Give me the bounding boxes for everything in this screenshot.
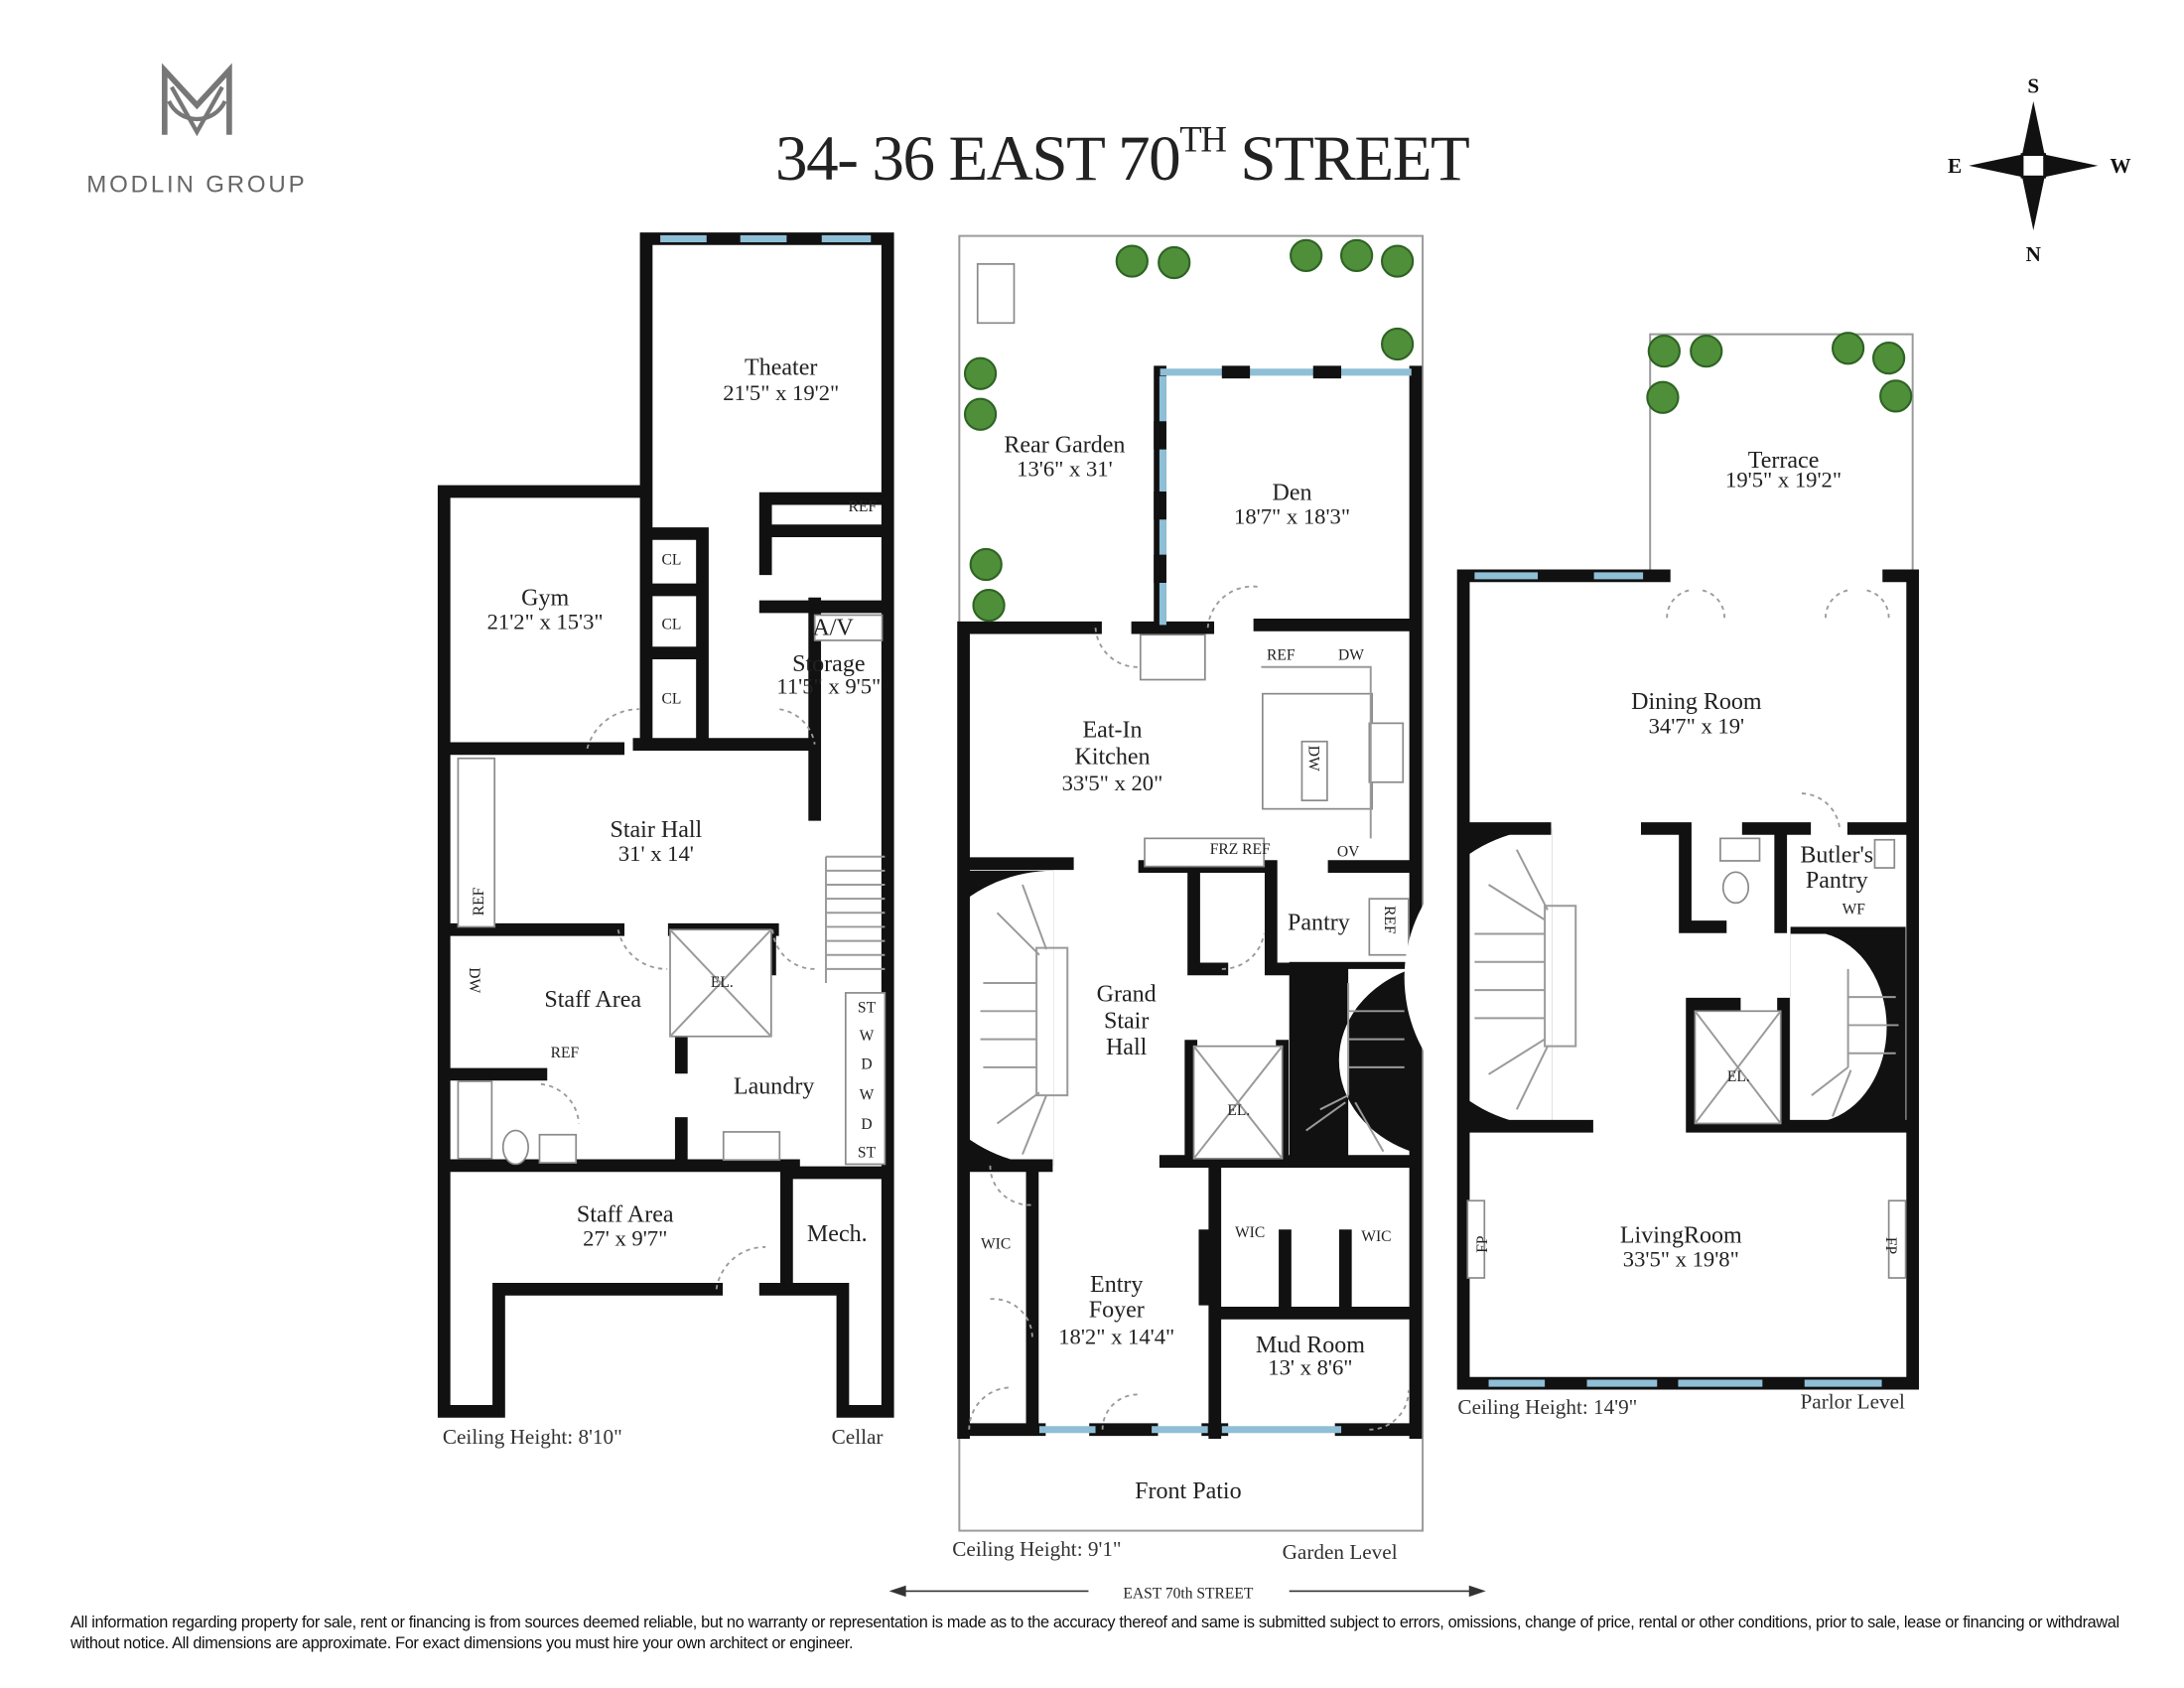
room-stair-hall-dims: 31' x 14': [618, 841, 694, 866]
room-mech: Mech.: [807, 1221, 868, 1247]
room-kitchen-dims: 33'5" x 20": [1062, 771, 1163, 795]
room-theater-dims: 21'5" x 19'2": [723, 380, 839, 405]
page-title: 34- 36 EAST 70TH STREET: [775, 119, 1469, 195]
street-name: EAST 70th STREET: [1123, 1585, 1254, 1602]
stack-5: ST: [858, 1144, 877, 1161]
garden-level-label: Garden Level: [1283, 1540, 1398, 1564]
fixture-av: A/V: [812, 615, 854, 640]
room-den-dims: 18'7" x 18'3": [1234, 504, 1350, 529]
room-butlers-2: Pantry: [1806, 868, 1868, 894]
room-kitchen-1: Eat-In: [1082, 718, 1142, 744]
closet-wic-3: WIC: [1361, 1228, 1391, 1245]
room-den: Den: [1273, 480, 1312, 505]
disclaimer-text: All information regarding property for s…: [70, 1614, 2119, 1652]
room-entry-2: Foyer: [1089, 1298, 1145, 1324]
fixture-wf: WF: [1843, 902, 1866, 918]
room-mud-room: Mud Room: [1256, 1333, 1365, 1358]
room-grand-stair-3: Hall: [1106, 1035, 1148, 1060]
compass-east: E: [1948, 154, 1962, 178]
elevator: EL.: [711, 974, 734, 991]
compass-north: N: [2026, 242, 2042, 266]
fixture-ref: REF: [849, 498, 878, 515]
elevator: EL.: [1227, 1102, 1250, 1119]
fixture-frz-ref: FRZ REF: [1210, 841, 1271, 858]
room-dining-dims: 34'7" x 19': [1649, 713, 1745, 738]
fixture-ref-staff: REF: [551, 1045, 580, 1061]
room-grand-stair-2: Stair: [1104, 1008, 1149, 1034]
room-gym-dims: 21'2" x 15'3": [487, 610, 604, 634]
room-front-patio: Front Patio: [1135, 1478, 1241, 1504]
room-staff-area-2: Staff Area: [577, 1201, 674, 1227]
street-indicator: EAST 70th STREET: [888, 1585, 1486, 1602]
room-stair-hall: Stair Hall: [610, 817, 702, 843]
room-terrace: Terrace: [1748, 448, 1820, 474]
compass-rose-icon: S N E W: [1948, 73, 2131, 266]
fixture-dw-top: DW: [1338, 647, 1364, 664]
room-dining: Dining Room: [1631, 689, 1762, 715]
room-rear-garden-dims: 13'6" x 31': [1017, 456, 1113, 481]
room-living-dims: 33'5" x 19'8": [1623, 1247, 1739, 1272]
room-theater: Theater: [745, 355, 817, 381]
parlor-plan: Terrace 19'5" x 19'2" Dining Room 34'7" …: [1404, 333, 1920, 1419]
closet-wic-2: WIC: [1235, 1224, 1265, 1241]
room-butlers-1: Butler's: [1800, 842, 1873, 868]
stack-3: W: [860, 1086, 875, 1103]
fixture-dw: DW: [466, 967, 482, 993]
fireplace-2: FP: [1882, 1237, 1899, 1255]
fixture-ref-top: REF: [1267, 647, 1296, 664]
room-entry-1: Entry: [1090, 1272, 1143, 1298]
room-gym: Gym: [521, 586, 569, 612]
room-staff-area-2-dims: 27' x 9'7": [583, 1225, 667, 1250]
stack-0: ST: [858, 1000, 877, 1017]
stack-4: D: [861, 1116, 872, 1133]
compass-west: W: [2110, 154, 2130, 178]
garden-plan: Rear Garden 13'6" x 31' Den 18'7" x 18'3…: [905, 234, 1425, 1564]
room-storage-dims: 11'5" x 9'5": [776, 674, 881, 699]
brand-name: MODLIN GROUP: [86, 172, 307, 199]
room-terrace-dims: 19'5" x 19'2": [1725, 468, 1842, 492]
room-mud-room-dims: 13' x 8'6": [1268, 1355, 1352, 1380]
arrow-right-icon: [1468, 1585, 1486, 1598]
compass-south: S: [2027, 73, 2039, 97]
room-rear-garden: Rear Garden: [1004, 432, 1125, 458]
room-grand-stair-1: Grand: [1097, 981, 1157, 1007]
room-staff-area: Staff Area: [544, 987, 641, 1013]
modlin-logo: MODLIN GROUP: [86, 63, 307, 199]
fixture-ref-hall: REF: [471, 887, 487, 915]
tree-icons: [963, 238, 1913, 623]
elevator: EL.: [1727, 1068, 1750, 1085]
cellar-ceiling-height: Ceiling Height: 8'10": [443, 1425, 622, 1449]
room-kitchen-2: Kitchen: [1074, 744, 1150, 770]
fixture-oven: OV: [1337, 844, 1360, 861]
fixture-ref-pantry: REF: [1381, 906, 1398, 934]
room-laundry: Laundry: [734, 1074, 814, 1100]
closet-2: CL: [661, 617, 681, 633]
stack-1: W: [860, 1028, 875, 1045]
parlor-level-label: Parlor Level: [1801, 1390, 1905, 1414]
parlor-ceiling-height: Ceiling Height: 14'9": [1457, 1395, 1637, 1419]
cellar-plan: Theater 21'5" x 19'2" Gym 21'2" x 15'3" …: [437, 232, 894, 1449]
fireplace-1: FP: [1474, 1235, 1491, 1253]
arrow-left-icon: [888, 1585, 906, 1598]
room-pantry: Pantry: [1288, 910, 1350, 935]
cellar-level-label: Cellar: [832, 1425, 884, 1449]
closet-wic-1: WIC: [981, 1235, 1011, 1252]
garden-ceiling-height: Ceiling Height: 9'1": [952, 1537, 1121, 1561]
room-storage: Storage: [792, 651, 865, 677]
room-entry-dims: 18'2" x 14'4": [1058, 1324, 1174, 1348]
closet-1: CL: [661, 552, 681, 569]
stack-2: D: [861, 1055, 872, 1072]
fixture-dw-island: DW: [1305, 746, 1322, 772]
room-living: LivingRoom: [1620, 1223, 1742, 1249]
closet-3: CL: [661, 691, 681, 708]
